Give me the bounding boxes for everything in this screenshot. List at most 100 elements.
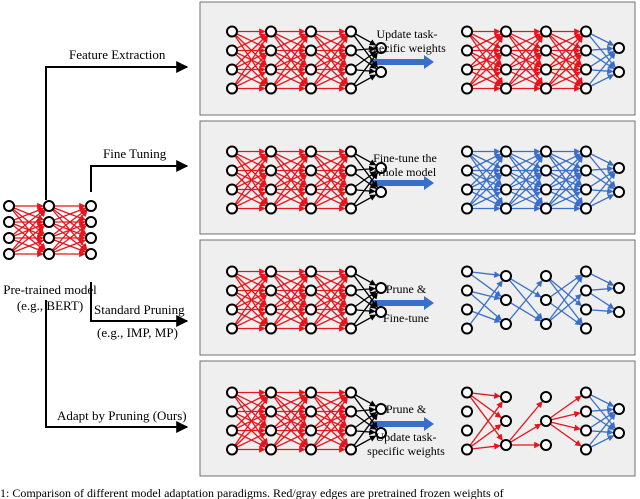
net-edge — [545, 191, 582, 210]
net-node — [305, 386, 317, 399]
net-edge — [231, 294, 268, 329]
net-edge — [545, 71, 582, 90]
net-edge — [231, 396, 268, 431]
net-edge — [231, 396, 269, 450]
net-node — [3, 216, 15, 228]
net-edge — [350, 292, 378, 329]
net-edge — [310, 432, 347, 451]
net-node — [345, 202, 357, 215]
net-node — [540, 202, 552, 215]
flow-arrow-2 — [370, 176, 434, 190]
net-edge — [585, 413, 616, 450]
branch-label-feature-extraction: Feature Extraction — [69, 47, 166, 62]
net-edge — [270, 172, 307, 191]
net-node — [265, 284, 277, 297]
net-edge — [350, 413, 378, 450]
net-edge — [545, 275, 583, 325]
net-edge — [545, 153, 582, 172]
net-edge — [310, 396, 349, 450]
net-node — [461, 284, 473, 297]
net-edge — [466, 52, 502, 71]
net-edge — [505, 423, 542, 446]
net-edge — [270, 415, 308, 450]
net-edge — [466, 169, 502, 188]
net-node — [305, 44, 317, 57]
net-node — [305, 322, 317, 335]
net-node — [265, 183, 277, 196]
net-node — [580, 443, 592, 456]
net-edge — [505, 52, 542, 71]
net-edge — [310, 294, 348, 329]
net-edge — [231, 410, 267, 429]
net-edge — [505, 172, 542, 191]
net-edge — [310, 170, 348, 205]
net-edge — [505, 155, 544, 209]
net-edge — [545, 33, 582, 52]
net-edge — [231, 275, 269, 329]
net-node — [226, 265, 238, 278]
net-edge — [231, 311, 267, 330]
net-edge — [466, 191, 502, 210]
net-node — [345, 25, 357, 38]
net-edge — [48, 210, 88, 255]
net-node — [265, 164, 277, 177]
net-node — [500, 82, 512, 95]
net-edge — [270, 191, 307, 210]
net-edge — [231, 68, 267, 87]
net-node — [580, 82, 592, 95]
net-node — [580, 386, 592, 399]
net-edge — [231, 270, 267, 289]
net-node — [613, 162, 625, 174]
net-edge — [8, 205, 45, 221]
net-edge — [505, 153, 542, 172]
net-edge — [270, 294, 308, 329]
net-edge — [231, 289, 267, 308]
net-edge — [466, 50, 503, 85]
net-p1-left — [226, 25, 387, 95]
net-edge — [310, 311, 347, 330]
net-edge — [505, 401, 543, 446]
net-edge — [48, 205, 87, 221]
net-edge — [310, 411, 348, 446]
net-edge — [505, 169, 542, 188]
net-edge — [545, 155, 583, 190]
net-node — [613, 306, 625, 318]
net-edge — [545, 174, 583, 209]
net-edge — [48, 205, 88, 250]
net-node — [461, 82, 473, 95]
net-node — [345, 424, 357, 437]
net-edge — [310, 150, 347, 169]
net-edge — [310, 290, 348, 325]
net-edge — [545, 35, 584, 89]
panel4-text-line1: Prune & — [386, 402, 427, 416]
net-node — [265, 145, 277, 158]
net-node — [580, 405, 592, 418]
pretrained-label-line2: (e.g., BERT) — [17, 298, 83, 313]
net-node — [305, 405, 317, 418]
net-edge — [545, 54, 583, 89]
net-edge — [270, 155, 308, 190]
net-edge — [545, 35, 583, 70]
net-node — [265, 63, 277, 76]
net-edge — [310, 169, 347, 188]
net-edge — [270, 429, 307, 448]
net-edge — [8, 209, 45, 239]
connector-feature-extraction — [45, 61, 189, 200]
net-edge — [48, 225, 87, 255]
net-edge — [310, 54, 348, 89]
net-node — [305, 145, 317, 158]
net-edge — [270, 410, 307, 429]
net-node — [226, 44, 238, 57]
net-node — [3, 248, 15, 260]
net-edge — [270, 49, 307, 68]
net-edge — [310, 415, 348, 450]
net-edge — [8, 207, 45, 223]
net-edge — [505, 33, 542, 52]
net-edge — [8, 205, 46, 250]
net-node — [226, 25, 238, 38]
net-node — [540, 294, 552, 306]
net-edge — [310, 33, 347, 52]
panel-standard-pruning — [199, 239, 636, 356]
net-node — [305, 183, 317, 196]
